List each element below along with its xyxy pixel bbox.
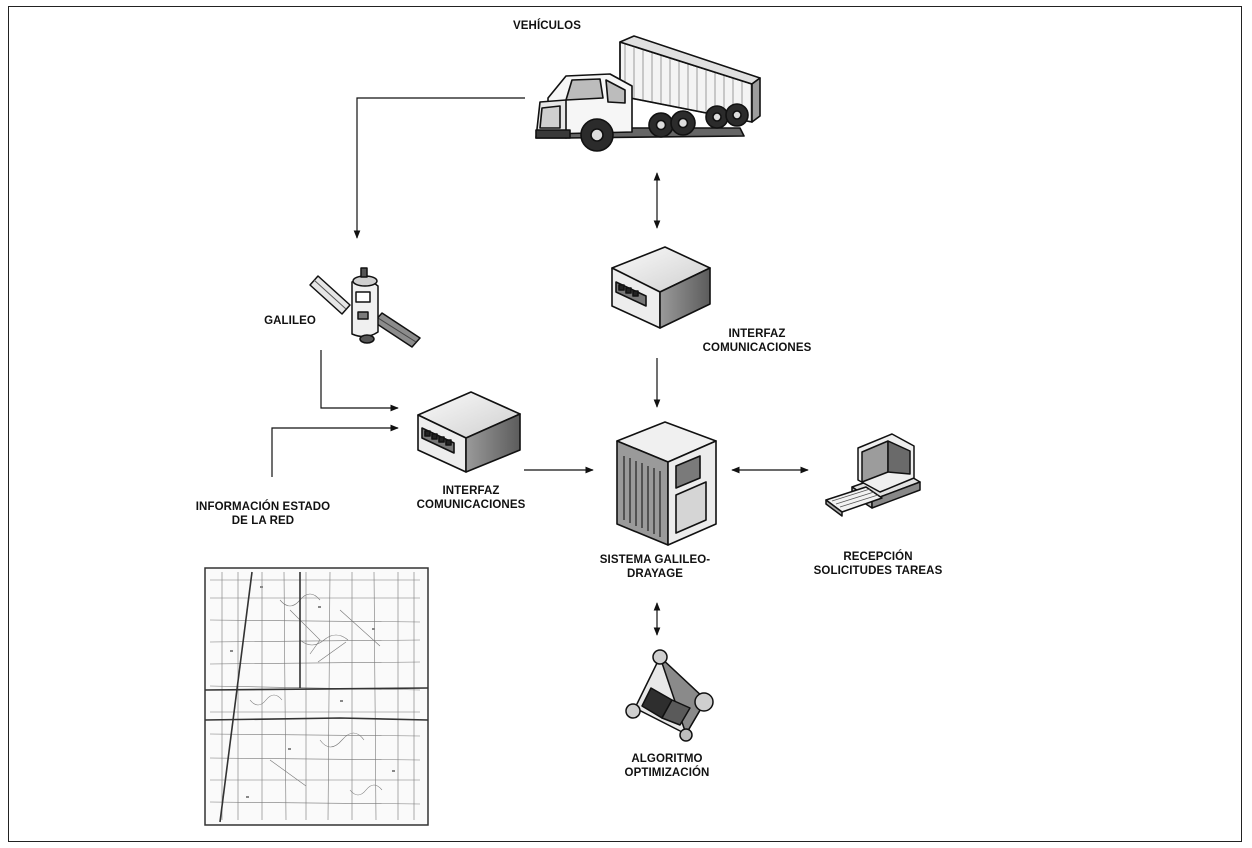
algorithm-label: ALGORITMO OPTIMIZACIÓN	[624, 753, 710, 779]
vehicles-label: VEHÍCULOS	[513, 20, 581, 32]
server-box-icon-left	[417, 391, 521, 473]
edge-galileo-to-comm-left	[320, 350, 399, 412]
server-box-icon-top	[611, 246, 711, 329]
prism-icon	[625, 649, 714, 742]
system-label: SISTEMA GALILEO- DRAYAGE	[599, 554, 711, 580]
truck-icon	[535, 35, 761, 152]
street-map-icon	[204, 567, 429, 826]
comm-interface-left-label: INTERFAZ COMUNICACIONES	[416, 485, 526, 511]
network-info-label: INFORMACIÓN ESTADO DE LA RED	[195, 501, 331, 527]
satellite-icon	[309, 267, 421, 348]
connectors	[271, 97, 809, 636]
reception-label: RECEPCIÓN SOLICITUDES TAREAS	[813, 551, 943, 577]
comm-interface-top-label: INTERFAZ COMUNICACIONES	[702, 328, 812, 354]
mainframe-icon	[616, 421, 717, 546]
edge-vehicles-to-galileo	[353, 97, 525, 239]
galileo-label: GALILEO	[264, 315, 316, 327]
computer-icon	[825, 433, 921, 517]
edge-network-to-comm-left	[271, 424, 399, 477]
